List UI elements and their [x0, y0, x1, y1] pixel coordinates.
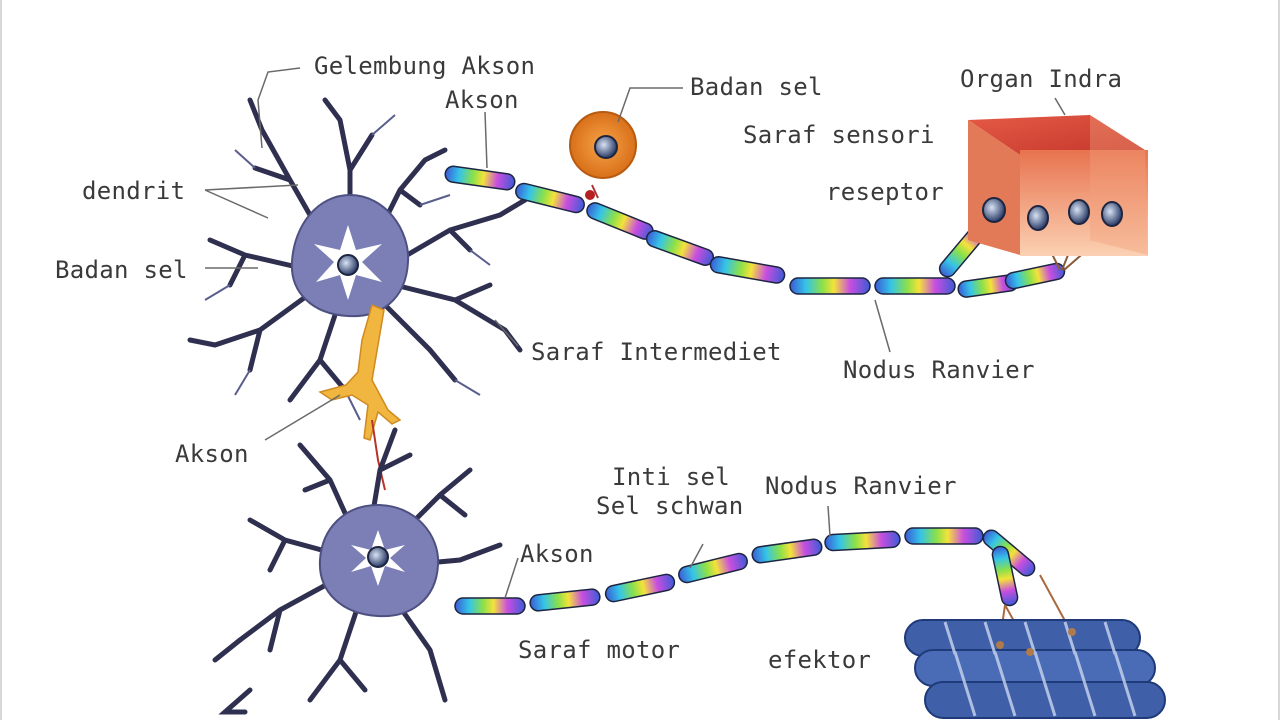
interneuron-fine-branches [204, 114, 491, 421]
label-saraf-sensori: Saraf sensori [743, 121, 935, 149]
motor-dendrites [212, 427, 503, 715]
label-dendrit: dendrit [82, 177, 186, 205]
right-frame-edge [1278, 0, 1280, 720]
sense-organ [968, 115, 1148, 256]
label-akson-top: Akson [445, 86, 519, 114]
label-efektor: efektor [768, 646, 872, 674]
interneuron-nucleus [337, 254, 359, 276]
interneuron [187, 97, 528, 491]
label-organ-indra: Organ Indra [960, 65, 1123, 93]
label-sel-schwan: Sel schwan [596, 492, 744, 520]
label-nodus-ranvier-bottom: Nodus Ranvier [765, 472, 957, 500]
interneuron-axon-terminal [371, 419, 386, 491]
effector-muscle [904, 619, 1166, 719]
label-gelembung-akson: Gelembung Akson [314, 52, 536, 80]
label-saraf-motor: Saraf motor [518, 636, 681, 664]
interneuron-axon [318, 303, 402, 441]
leader-lines [204, 67, 1066, 599]
label-akson-bottom: Akson [520, 540, 594, 568]
motor-nucleus [367, 546, 389, 568]
label-badan-sel-top: Badan sel [690, 73, 823, 101]
motor-axon [454, 527, 1071, 651]
label-inti-sel: Inti sel [612, 463, 730, 491]
interneuron-dendrites [187, 97, 528, 403]
label-akson-left: Akson [175, 440, 249, 468]
label-badan-sel-left: Badan sel [55, 256, 188, 284]
sensory-cell-body [569, 111, 637, 200]
sensory-axon [444, 165, 1111, 298]
receptor-cells [982, 197, 1123, 231]
label-nodus-ranvier-top: Nodus Ranvier [843, 356, 1035, 384]
label-saraf-intermediet: Saraf Intermediet [531, 338, 782, 366]
label-reseptor: reseptor [826, 178, 944, 206]
motor-neuron [212, 427, 503, 715]
left-frame-edge [0, 0, 2, 720]
